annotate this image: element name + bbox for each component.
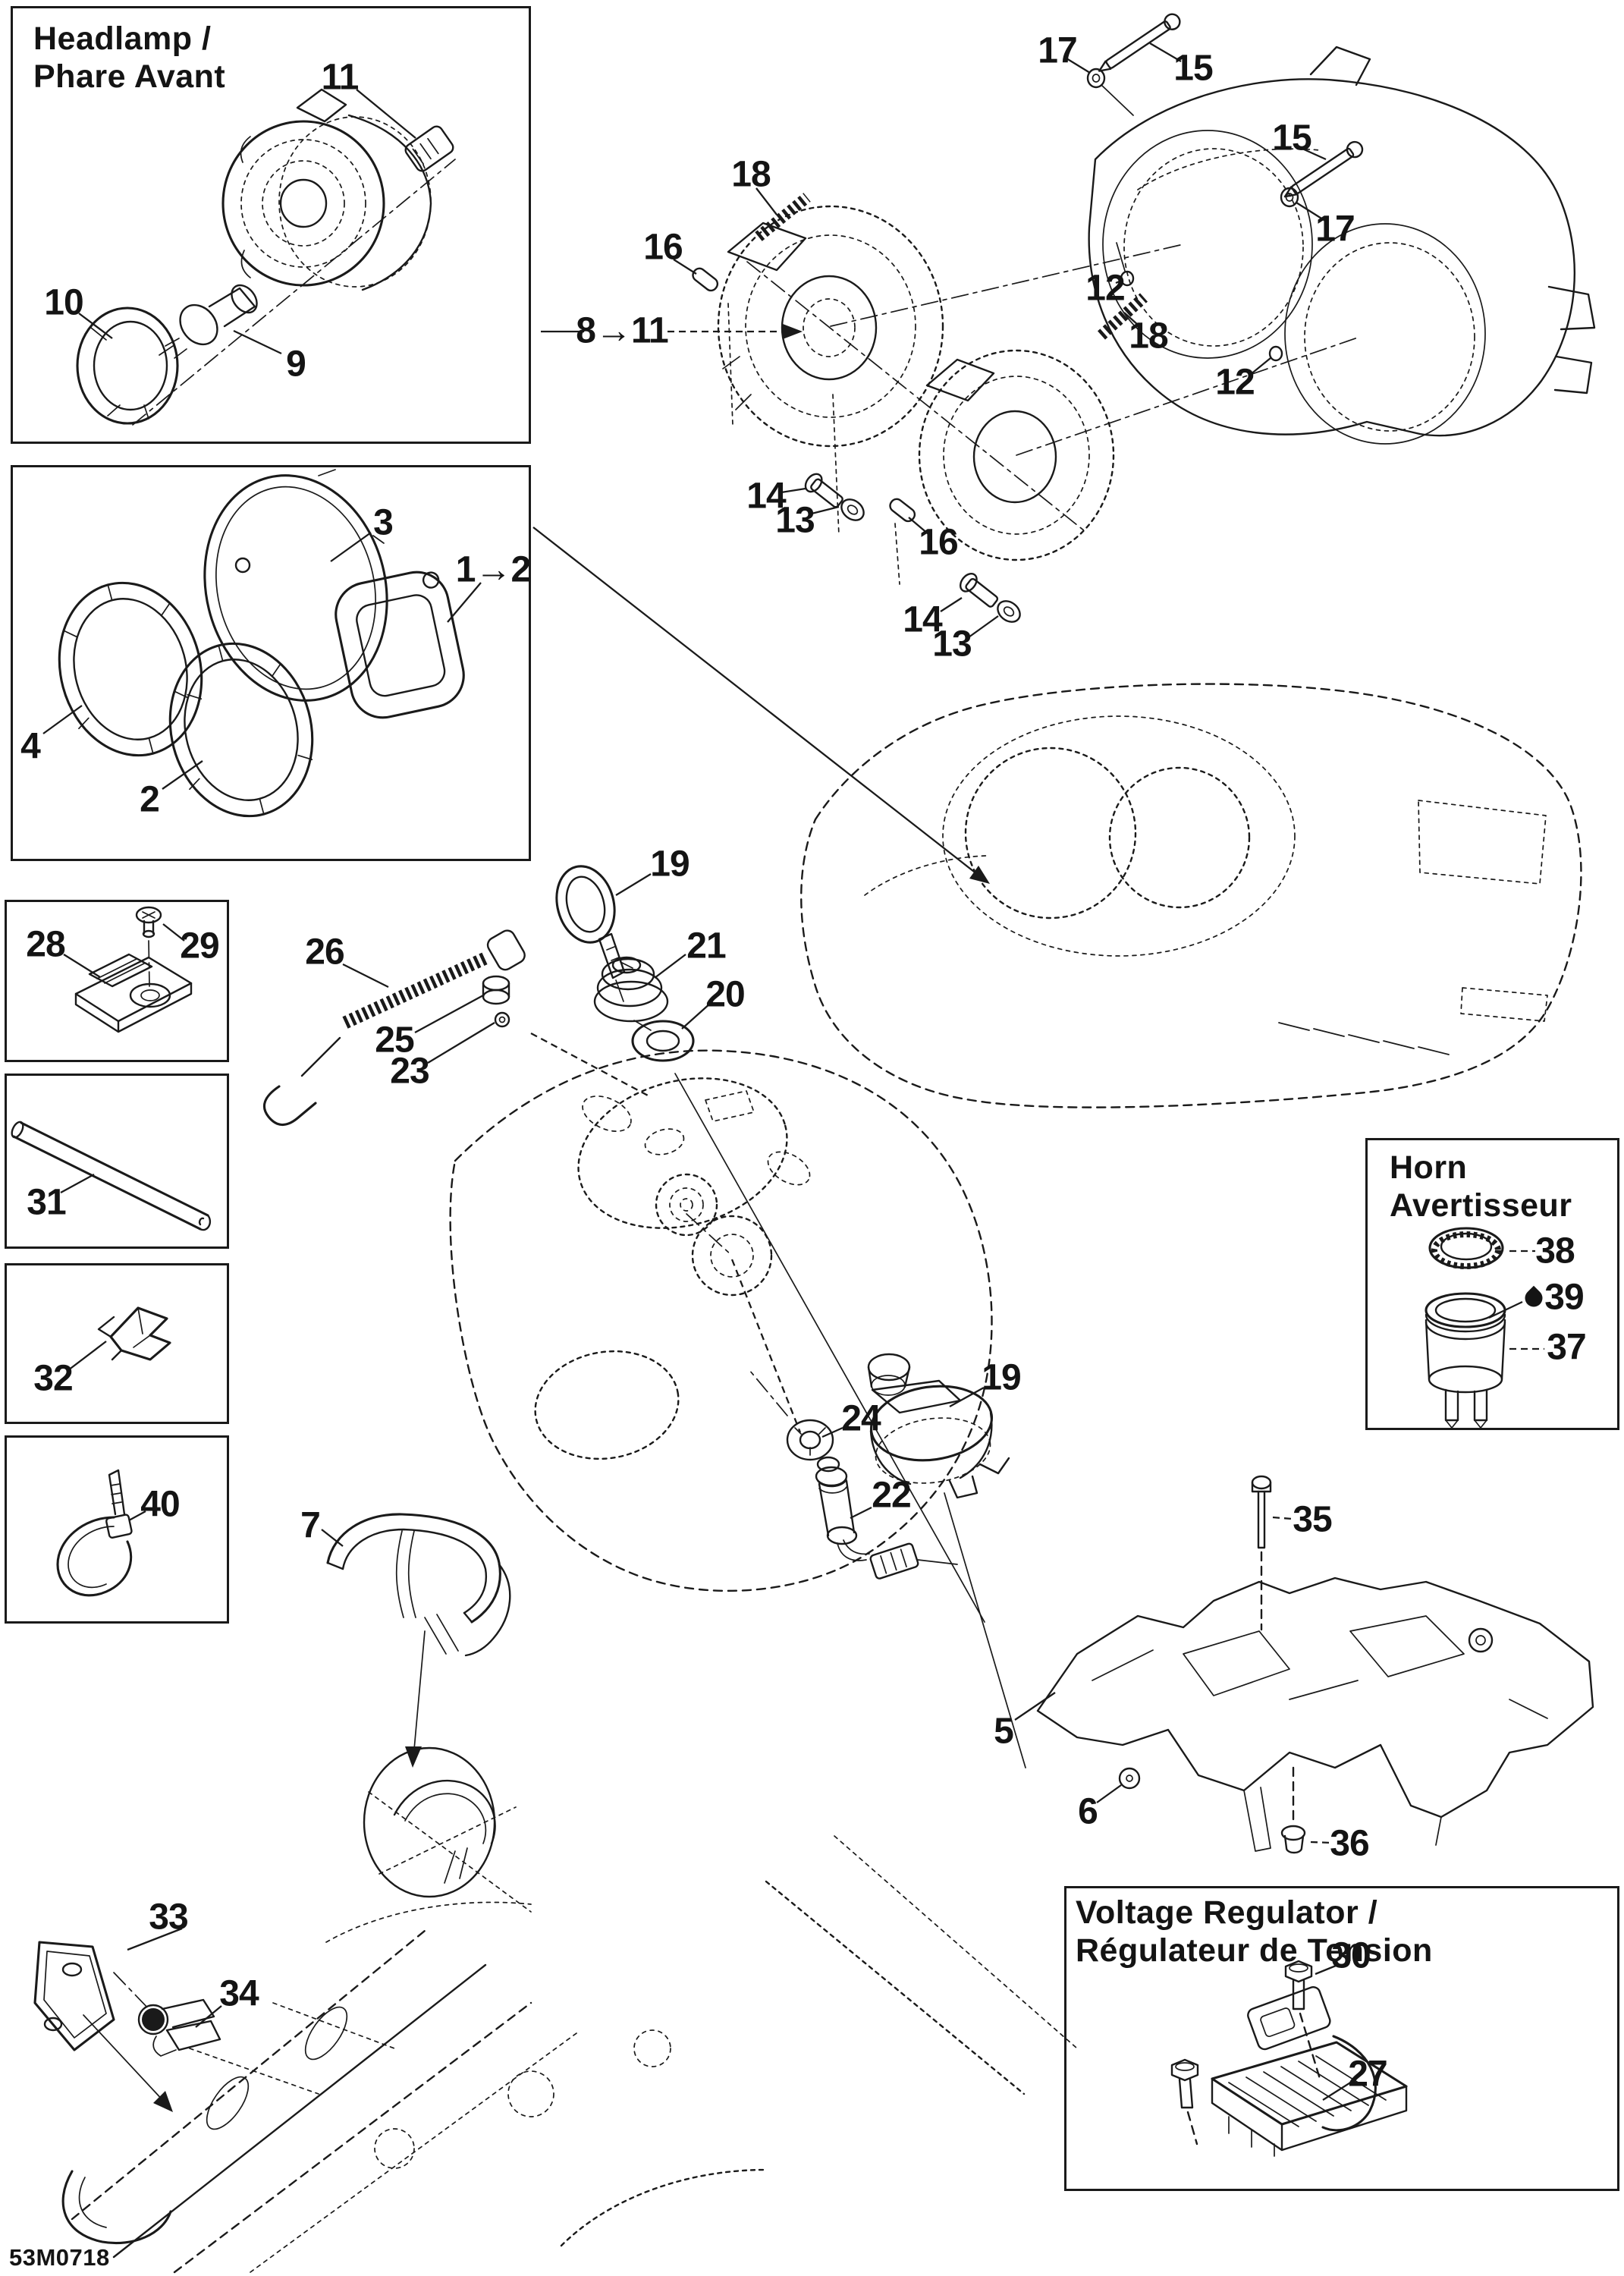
callout-8-11-12: 8→11 (576, 310, 668, 351)
screw-15a (1098, 13, 1181, 72)
callout-24-33: 24 (841, 1398, 881, 1439)
callout-27-44: 27 (1348, 2054, 1387, 2095)
section-box-clamp-box (5, 1263, 229, 1424)
callout-26-28: 26 (305, 932, 344, 973)
callout-28-7: 28 (26, 924, 65, 965)
callout-16-24: 16 (919, 522, 958, 563)
cable-tie-drawing (56, 1469, 146, 1597)
section-box-clip-box (5, 900, 229, 1062)
section-box-headlamp-box (11, 6, 531, 444)
callout-14-22: 14 (746, 476, 786, 517)
section-box-lens-box (11, 465, 531, 861)
callout-25-31: 25 (375, 1020, 414, 1061)
callout-12-21: 12 (1215, 362, 1255, 403)
document-code: 53M0718 (9, 2244, 110, 2271)
callout-13-26: 13 (932, 624, 972, 665)
callout-15-17: 15 (1272, 118, 1311, 159)
callout-1-2-4: 1→2 (455, 549, 531, 590)
section-title-horn-box: Horn Avertisseur (1390, 1149, 1572, 1224)
callout-29-8: 29 (180, 926, 219, 967)
spring-clip-drawing (68, 1306, 171, 1371)
section-box-tube-box (5, 1074, 229, 1249)
callout-15-16: 15 (1173, 48, 1213, 89)
tube-drawing (11, 1121, 212, 1231)
callout-34-47: 34 (219, 1973, 259, 2014)
ignition-switch-drawing (749, 1353, 1026, 1768)
callout-11-0: 11 (321, 57, 360, 98)
hood-outline-drawing (532, 527, 1582, 1108)
section-box-tie-box (5, 1435, 229, 1624)
callout-7-45: 7 (300, 1505, 321, 1546)
callout-33-46: 33 (149, 1897, 188, 1938)
callout-39-37: 39 (1544, 1277, 1584, 1318)
callout-30-43: 30 (1331, 1935, 1371, 1976)
voltage-regulator-drawing (1170, 1960, 1408, 2157)
section-title-headlamp-box: Headlamp / Phare Avant (33, 20, 226, 96)
main-headlamp-assembly-drawing (541, 13, 1596, 638)
console-outline-drawing (449, 1049, 993, 1623)
callout-16-13: 16 (643, 227, 683, 268)
callout-17-18: 17 (1315, 209, 1355, 250)
callout-2-6: 2 (140, 779, 160, 820)
callout-12-19: 12 (1085, 268, 1125, 309)
callout-19-34: 19 (982, 1357, 1021, 1398)
deflector-drawing (321, 1513, 532, 1913)
section-box-horn-box (1365, 1138, 1619, 1430)
section-title-vreg-box: Voltage Regulator / Régulateur de Tensio… (1076, 1894, 1433, 1969)
callout-4-5: 4 (20, 726, 41, 767)
callout-3-3: 3 (373, 502, 394, 543)
callout-21-29: 21 (686, 926, 726, 967)
key-and-boot-drawing (555, 865, 711, 1062)
callout-23-32: 23 (390, 1051, 429, 1092)
callout-36-42: 36 (1330, 1823, 1369, 1864)
callout-40-11: 40 (140, 1484, 180, 1525)
callout-35-39: 35 (1293, 1499, 1332, 1540)
callout-20-30: 20 (705, 974, 745, 1015)
callout-31-9: 31 (27, 1182, 66, 1223)
callout-38-36: 38 (1535, 1231, 1575, 1272)
support-bracket-drawing (1014, 1475, 1594, 1854)
callout-18-20: 18 (1129, 316, 1168, 357)
callout-18-14: 18 (731, 154, 771, 195)
slider-clip-drawing (63, 906, 193, 1033)
lens-inset-drawing (42, 469, 482, 818)
tether-cord-drawing (262, 929, 652, 1127)
callout-6-41: 6 (1078, 1791, 1098, 1832)
callout-19-27: 19 (650, 844, 689, 885)
section-box-vreg-box (1064, 1886, 1619, 2191)
mount-bracket-drawing (33, 1927, 222, 2112)
frame-drawing (61, 1835, 1078, 2274)
callout-13-23: 13 (775, 500, 815, 541)
callout-22-35: 22 (872, 1475, 911, 1516)
callout-17-15: 17 (1038, 30, 1077, 71)
callout-9-2: 9 (286, 344, 306, 385)
callout-10-1: 10 (44, 282, 83, 323)
callout-5-40: 5 (994, 1711, 1014, 1752)
horn-parts-drawing (1425, 1227, 1544, 1429)
callout-37-38: 37 (1547, 1327, 1586, 1368)
callout-14-25: 14 (903, 599, 942, 640)
headlamp-inset-drawing (76, 88, 456, 426)
callout-32-10: 32 (33, 1358, 73, 1399)
